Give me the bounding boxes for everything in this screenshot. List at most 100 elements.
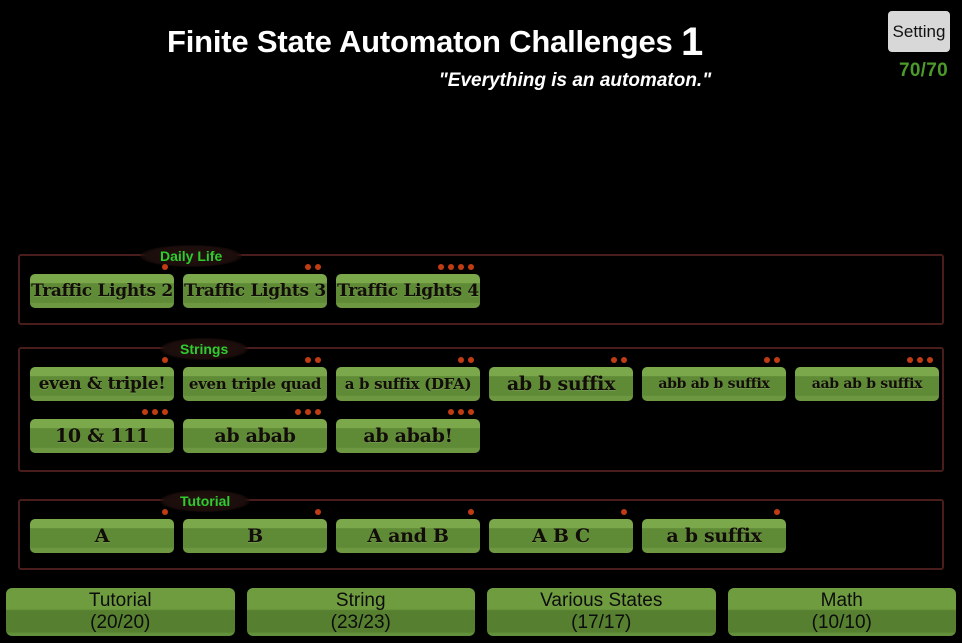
challenge-label: even & triple! (38, 374, 166, 394)
difficulty-dot (295, 409, 301, 415)
tab-tutorial[interactable]: Tutorial (20/20) (6, 588, 235, 636)
challenge-button[interactable]: A and B (336, 509, 480, 553)
difficulty-dot (917, 357, 923, 363)
difficulty-dot (162, 357, 168, 363)
difficulty-dots (305, 264, 321, 270)
challenge-button[interactable]: A B C (489, 509, 633, 553)
difficulty-dot (162, 509, 168, 515)
challenge-label: B (247, 525, 263, 547)
difficulty-dot (438, 264, 444, 270)
difficulty-dots (774, 509, 780, 515)
difficulty-dots (448, 409, 474, 415)
challenge-button[interactable]: a b suffix (642, 509, 786, 553)
difficulty-dot (621, 509, 627, 515)
setting-button[interactable]: Setting (888, 11, 950, 52)
header: Finite State Automaton Challenges 1 "Eve… (0, 0, 962, 110)
section-label-strings: Strings (160, 338, 249, 360)
page-title: Finite State Automaton Challenges 1 (0, 20, 870, 65)
challenge-button[interactable]: aab ab b suffix (795, 357, 939, 401)
tab-count: (10/10) (811, 612, 872, 633)
challenge-button[interactable]: Traffic Lights 4 (336, 264, 480, 308)
difficulty-dot (468, 509, 474, 515)
difficulty-dot (907, 357, 913, 363)
difficulty-dot (142, 409, 148, 415)
difficulty-dots (458, 357, 474, 363)
page-subtitle: "Everything is an automaton." (438, 70, 712, 91)
challenge-button[interactable]: Traffic Lights 2 (30, 264, 174, 308)
challenge-row: A B A and B A B C (30, 509, 786, 553)
difficulty-dots (764, 357, 780, 363)
difficulty-dot (305, 409, 311, 415)
challenge-label: Traffic Lights 2 (31, 281, 173, 301)
difficulty-dots (162, 509, 168, 515)
challenge-button[interactable]: ab b suffix (489, 357, 633, 401)
challenge-label: 10 & 111 (54, 425, 150, 447)
challenge-label: aab ab b suffix (811, 376, 923, 392)
section-daily-life: Daily Life Traffic Lights 2 Traffic Ligh… (18, 245, 944, 325)
difficulty-dots (468, 509, 474, 515)
challenge-button[interactable]: ab abab! (336, 409, 480, 453)
challenge-label: even triple quad (188, 375, 322, 393)
challenge-button[interactable]: A (30, 509, 174, 553)
setting-button-label: Setting (892, 21, 946, 41)
challenge-button[interactable]: abb ab b suffix (642, 357, 786, 401)
challenge-button[interactable]: even triple quad (183, 357, 327, 401)
difficulty-dot (621, 357, 627, 363)
difficulty-dots (438, 264, 474, 270)
difficulty-dot (468, 357, 474, 363)
tab-math[interactable]: Math (10/10) (727, 588, 956, 636)
difficulty-dot (162, 264, 168, 270)
challenge-label: A (94, 525, 110, 547)
difficulty-dot (458, 409, 464, 415)
difficulty-dots (162, 264, 168, 270)
tab-various-states[interactable]: Various States (17/17) (487, 588, 716, 636)
difficulty-dots (315, 509, 321, 515)
challenge-label: abb ab b suffix (658, 376, 770, 392)
tab-count: (20/20) (90, 612, 151, 633)
challenge-button[interactable]: Traffic Lights 3 (183, 264, 327, 308)
section-label-tutorial: Tutorial (160, 490, 251, 512)
tab-count: (23/23) (330, 612, 391, 633)
section-label-daily-life: Daily Life (140, 245, 243, 267)
challenge-label: a b suffix (DFA) (344, 375, 472, 393)
difficulty-dots (142, 409, 168, 415)
section-strings: Strings even & triple! even triple quad (18, 338, 944, 472)
challenge-button[interactable]: 10 & 111 (30, 409, 174, 453)
difficulty-dot (458, 357, 464, 363)
challenge-label: A and B (367, 525, 449, 547)
difficulty-dot (774, 357, 780, 363)
challenge-button[interactable]: B (183, 509, 327, 553)
tab-string[interactable]: String (23/23) (246, 588, 475, 636)
difficulty-dots (305, 357, 321, 363)
challenge-row: even & triple! even triple quad a b suff… (30, 357, 939, 401)
difficulty-dots (621, 509, 627, 515)
difficulty-dot (305, 357, 311, 363)
tab-count: (17/17) (571, 612, 632, 633)
difficulty-dot (927, 357, 933, 363)
total-score: 70/70 (898, 60, 948, 81)
tab-label: Math (820, 590, 863, 611)
difficulty-dots (162, 357, 168, 363)
difficulty-dot (774, 509, 780, 515)
challenge-row: Traffic Lights 2 Traffic Lights 3 Traffi… (30, 264, 480, 308)
challenge-button[interactable]: a b suffix (DFA) (336, 357, 480, 401)
page-title-number: 1 (680, 20, 703, 64)
difficulty-dot (468, 409, 474, 415)
difficulty-dots (611, 357, 627, 363)
challenge-button[interactable]: even & triple! (30, 357, 174, 401)
difficulty-dot (448, 264, 454, 270)
challenge-label: ab abab! (363, 425, 453, 447)
challenge-label: a b suffix (666, 525, 762, 547)
challenge-label: ab abab (214, 425, 296, 447)
challenge-button[interactable]: ab abab (183, 409, 327, 453)
tab-label: Various States (540, 590, 663, 611)
difficulty-dot (764, 357, 770, 363)
difficulty-dot (611, 357, 617, 363)
difficulty-dot (315, 264, 321, 270)
difficulty-dot (315, 509, 321, 515)
category-tab-bar: Tutorial (20/20) String (23/23) Various … (0, 583, 962, 643)
difficulty-dot (315, 357, 321, 363)
difficulty-dot (315, 409, 321, 415)
challenge-label: Traffic Lights 4 (337, 281, 479, 301)
